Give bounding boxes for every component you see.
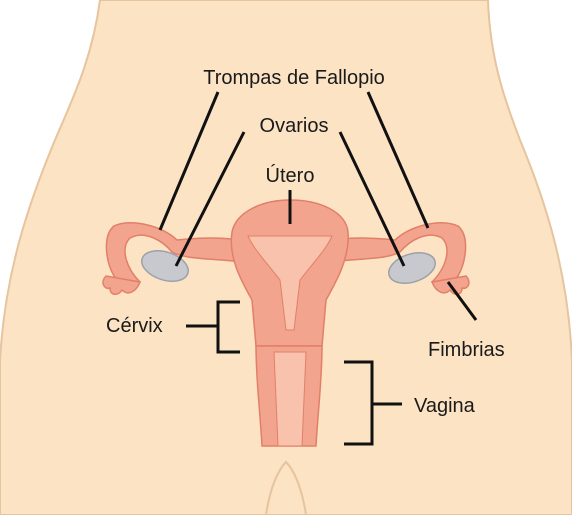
label-fallopian-tubes: Trompas de Fallopio: [203, 67, 385, 89]
leader-fallopian-right: [366, 91, 430, 229]
leader-fallopian-left: [158, 91, 220, 231]
bracket-vagina: [344, 360, 402, 446]
leader-ovaries-right: [338, 131, 406, 267]
fimbriae-left-shape: [102, 275, 142, 295]
leader-fimbriae: [446, 281, 478, 321]
leader-ovaries-left: [174, 131, 246, 267]
bracket-cervix: [186, 300, 240, 354]
leg-divider: [265, 460, 307, 515]
label-ovaries: Ovarios: [260, 115, 329, 137]
ovary-left: [141, 250, 189, 282]
vaginal-lumen: [273, 351, 307, 447]
label-fimbriae: Fimbrias: [428, 339, 505, 361]
uterus-group: [102, 199, 470, 447]
uterine-cavity: [247, 235, 333, 331]
label-cervix: Cérvix: [106, 315, 163, 337]
label-uterus: Útero: [266, 164, 315, 187]
label-vagina: Vagina: [414, 395, 476, 417]
